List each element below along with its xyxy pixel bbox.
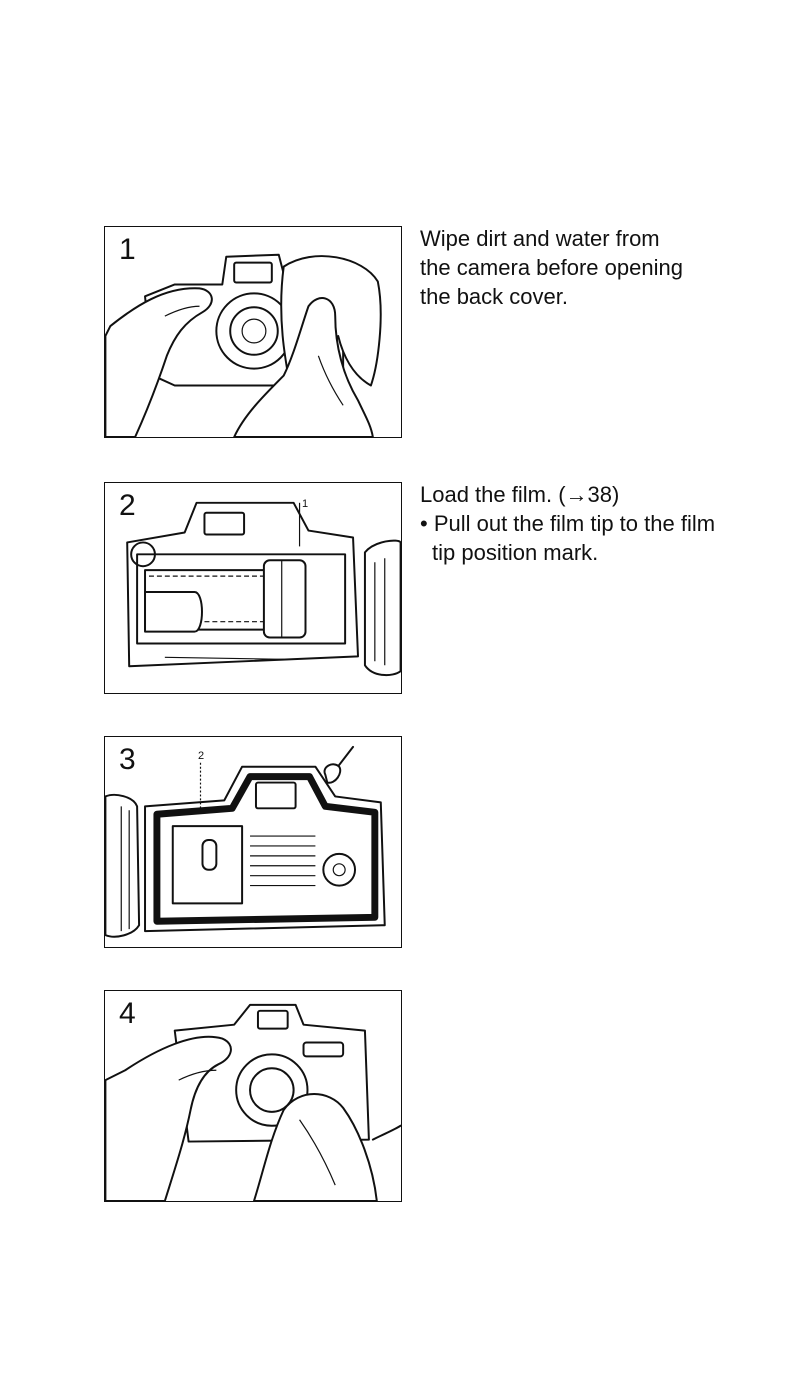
step-2-text: Load the film. (→38) • Pull out the film…	[420, 480, 720, 567]
step-heading: Load the film. (→38)	[420, 480, 720, 509]
step-3-illustration: 3	[104, 736, 402, 948]
step-number: 3	[117, 745, 138, 775]
open-camera-back-icon	[105, 483, 401, 693]
text-line: the camera before opening	[420, 253, 720, 282]
bullet-item: • Pull out the film tip to the film tip …	[420, 509, 720, 567]
hands-wiping-camera-icon	[105, 227, 401, 437]
step-number: 2	[117, 491, 138, 521]
hands-wiping-lens-icon	[105, 991, 401, 1201]
step-4-illustration: 4	[104, 990, 402, 1202]
callout-number: 2	[198, 751, 204, 762]
step-1-text: Wipe dirt and water from the camera befo…	[420, 224, 720, 311]
text-line: Wipe dirt and water from	[420, 224, 720, 253]
camera-gasket-icon	[105, 737, 401, 947]
step-number: 1	[117, 235, 138, 265]
step-1-illustration: 1	[104, 226, 402, 438]
text-line: the back cover.	[420, 282, 720, 311]
callout-number: 1	[302, 499, 308, 510]
step-number: 4	[117, 999, 138, 1029]
step-2-illustration: 2 1	[104, 482, 402, 694]
